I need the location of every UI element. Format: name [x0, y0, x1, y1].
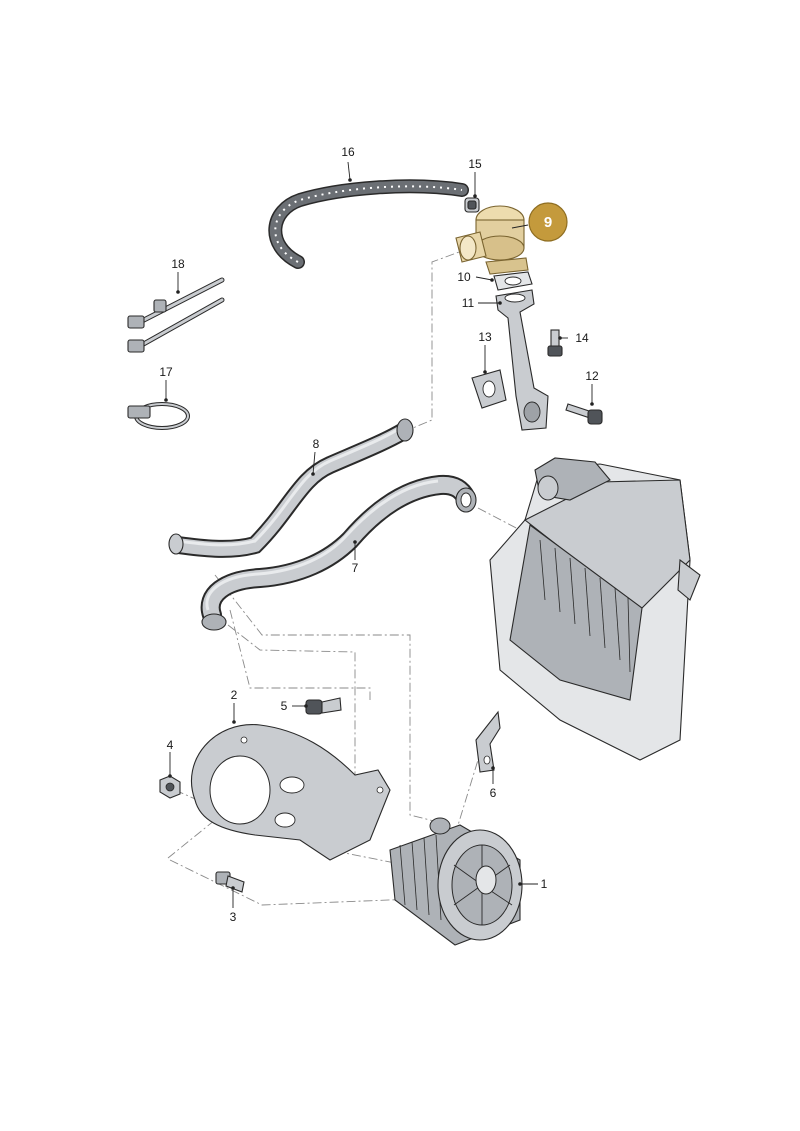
air-filter-housing — [489, 457, 701, 761]
callout-4: 4 — [167, 738, 174, 752]
hose-part-16 — [268, 179, 469, 269]
pipe-part-11 — [495, 289, 549, 431]
callout-2: 2 — [231, 688, 238, 702]
gasket-part-10 — [493, 271, 533, 291]
callout-14: 14 — [575, 331, 589, 345]
callout-16: 16 — [341, 145, 355, 159]
valve-part-9 — [455, 205, 529, 275]
callout-5: 5 — [281, 699, 288, 713]
gasket-part-13 — [471, 369, 507, 409]
pipe-part-7 — [200, 474, 477, 631]
callout-13: 13 — [478, 330, 492, 344]
callout-8: 8 — [313, 437, 320, 451]
cable-ties-part-18 — [127, 277, 225, 353]
callout-9-circle — [528, 202, 568, 242]
callout-10: 10 — [457, 270, 471, 284]
callout-12: 12 — [585, 369, 599, 383]
pump-part-1 — [389, 817, 523, 946]
callout-labels: 16 15 10 11 14 13 12 18 17 8 7 6 5 2 4 3… — [159, 145, 599, 924]
leader-lines — [164, 161, 594, 908]
sensor-part-3 — [215, 871, 245, 893]
callout-9-badge: 9 — [528, 202, 568, 242]
nut-part-4 — [159, 775, 181, 799]
pipe-part-8 — [168, 418, 414, 558]
bolt-part-12 — [565, 403, 603, 425]
callout-7: 7 — [352, 561, 359, 575]
callout-11: 11 — [462, 296, 475, 310]
callout-1: 1 — [541, 877, 548, 891]
bolt-part-14 — [547, 329, 563, 357]
clip-part-15 — [464, 197, 480, 213]
callout-3: 3 — [230, 910, 237, 924]
callout-6: 6 — [490, 786, 497, 800]
strap-part-17 — [127, 402, 190, 430]
bracket-part-6 — [475, 710, 501, 773]
bracket-part-2 — [190, 724, 391, 861]
callout-9-label: 9 — [544, 214, 552, 231]
bolt-part-5 — [305, 697, 342, 715]
callout-18: 18 — [171, 257, 185, 271]
callout-17: 17 — [159, 365, 173, 379]
callout-15: 15 — [468, 157, 482, 171]
